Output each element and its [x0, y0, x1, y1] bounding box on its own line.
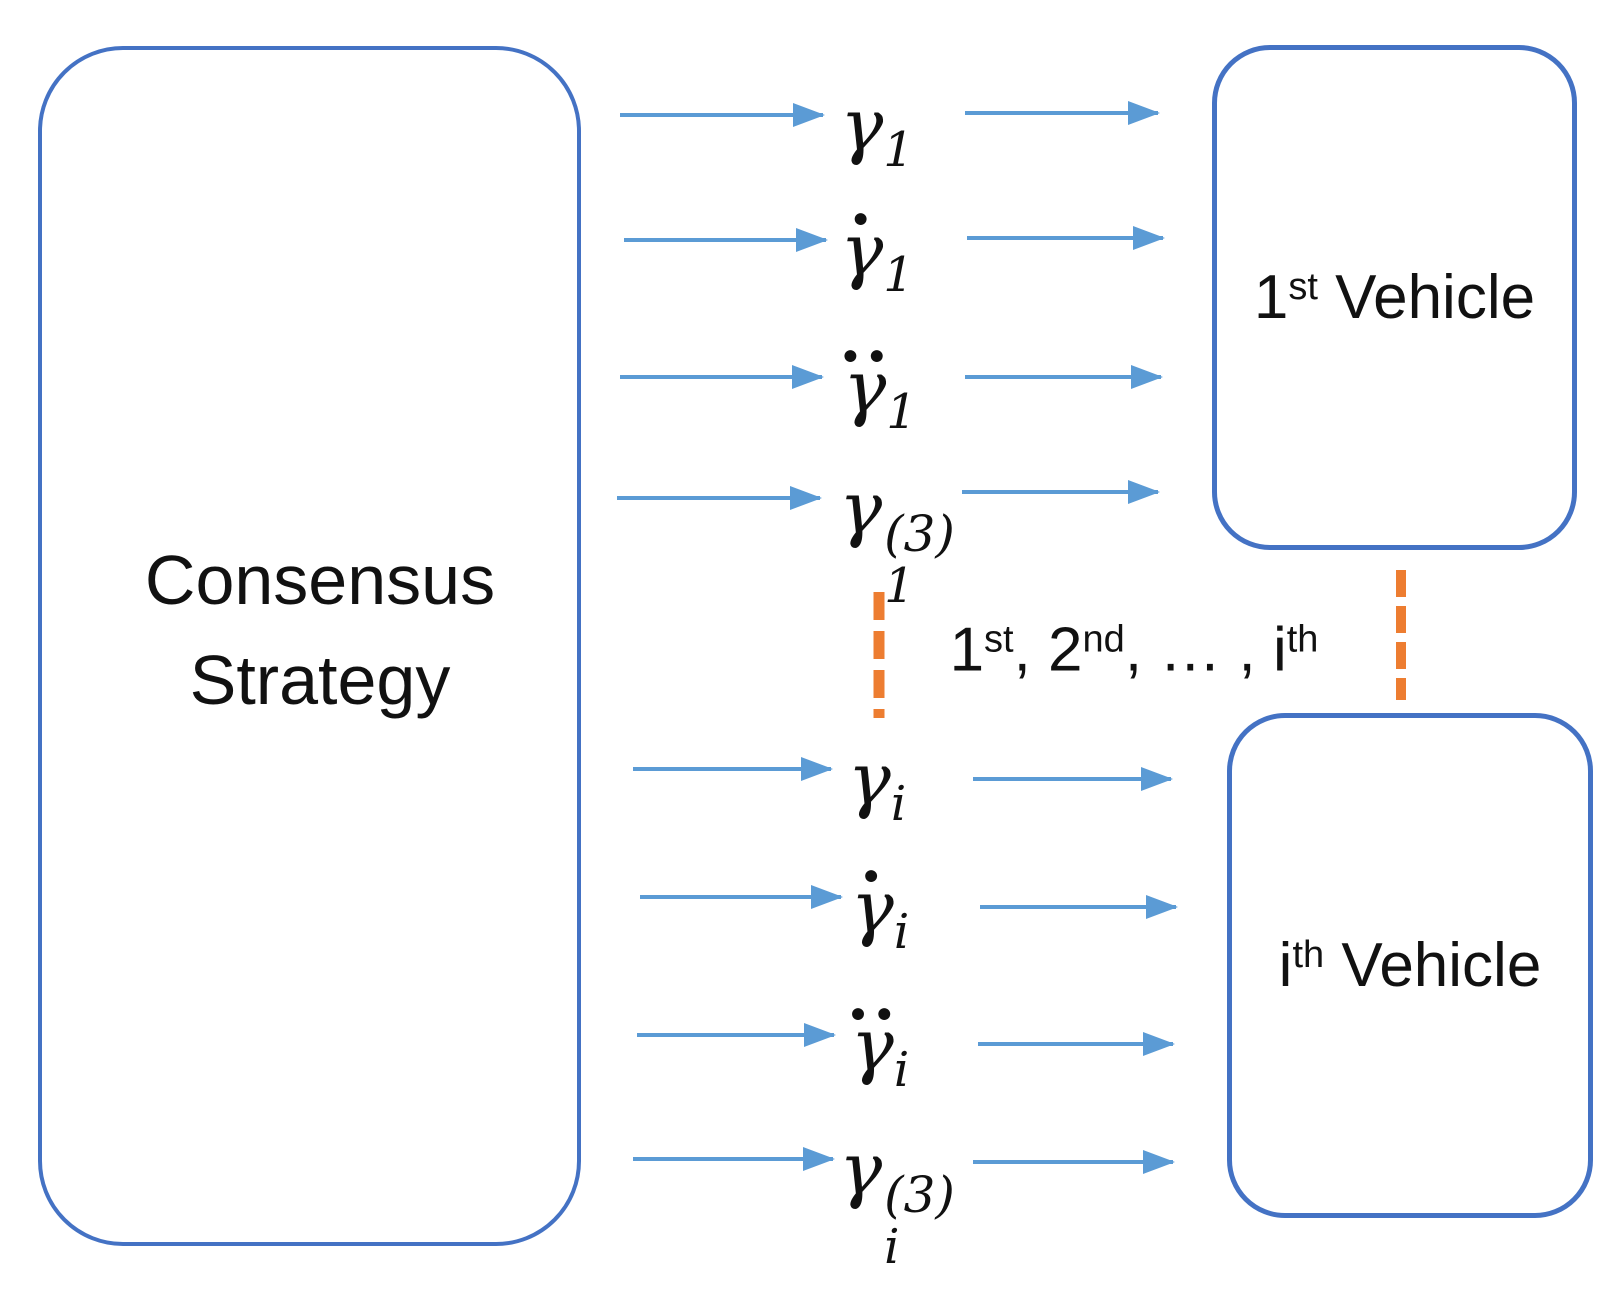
label-text: Vehicle [1324, 931, 1542, 1000]
label-text: 1 [1253, 263, 1289, 332]
ordinal-superscript: th [1286, 618, 1319, 661]
double-dot-accent: .. [839, 302, 892, 377]
consensus-label-line1: Consensus [144, 541, 496, 619]
label-gamma-dot-i: .γi [851, 828, 910, 961]
gamma-glyph-group: .γ [851, 828, 894, 946]
gamma-glyph-group: ..γ [847, 966, 896, 1084]
consensus-strategy-box [38, 46, 581, 1246]
gamma-scripts-stack: (3)i [884, 1166, 955, 1275]
label-gamma-dot-1: .γ1 [840, 171, 914, 304]
double-dot-accent: .. [846, 960, 900, 1035]
gamma-base: γ [839, 466, 883, 550]
gamma-base: γ [839, 1127, 883, 1211]
ith-vehicle-label: ith Vehicle [1279, 930, 1542, 1001]
group-index-label: 1st, 2nd, … , ith [950, 615, 1319, 686]
gamma-subscript: 1 [883, 122, 914, 178]
ordinal-superscript: th [1292, 934, 1325, 976]
label-gamma-i-3rd: γ(3)i [839, 1131, 955, 1275]
gamma-subscript: 1 [886, 384, 917, 440]
gamma-superscript: (3) [884, 1166, 955, 1224]
dot-accent: . [860, 822, 887, 897]
label-gamma-1-3rd: γ(3)1 [839, 470, 955, 614]
ordinal-superscript: st [984, 618, 1014, 661]
gamma-glyph-group: γ [840, 87, 883, 163]
gamma-base: γ [850, 1003, 894, 1087]
label-text: , … , i [1124, 615, 1287, 685]
label-gamma-i: γi [848, 741, 906, 832]
consensus-label-line2: Strategy [189, 641, 451, 719]
dot-accent: . [849, 165, 876, 240]
first-vehicle-label: 1st Vehicle [1254, 262, 1535, 333]
first-vehicle-box: 1st Vehicle [1212, 45, 1577, 550]
gamma-base: γ [840, 83, 884, 167]
gamma-subscript: 1 [883, 247, 914, 303]
gamma-subscript: i [884, 1219, 900, 1275]
gamma-base: γ [840, 208, 884, 292]
label-gamma-ddot-1: ..γ1 [839, 308, 917, 441]
label-text: i [1278, 931, 1293, 1000]
ith-vehicle-box: ith Vehicle [1227, 713, 1593, 1218]
consensus-strategy-label: Consensus Strategy [145, 530, 495, 730]
label-text: , 2 [1013, 615, 1083, 685]
label-gamma-1: γ1 [840, 87, 914, 178]
gamma-glyph-group: γ [839, 470, 882, 546]
gamma-glyph-group: .γ [840, 171, 883, 289]
gamma-base: γ [850, 865, 894, 949]
gamma-glyph-group: ..γ [839, 308, 888, 426]
gamma-superscript: (3) [884, 505, 955, 563]
ordinal-superscript: st [1288, 266, 1318, 308]
ordinal-superscript: nd [1082, 618, 1125, 661]
gamma-scripts-stack: (3)1 [884, 505, 955, 614]
gamma-subscript: 1 [884, 558, 915, 614]
gamma-subscript: i [890, 776, 907, 832]
gamma-glyph-group: γ [848, 741, 891, 817]
label-text: Vehicle [1317, 263, 1536, 332]
gamma-glyph-group: γ [839, 1131, 882, 1207]
gamma-base: γ [847, 737, 891, 821]
gamma-base: γ [843, 345, 887, 429]
label-text: 1 [949, 615, 985, 685]
gamma-subscript: i [893, 904, 910, 960]
gamma-subscript: i [893, 1042, 910, 1098]
label-gamma-ddot-i: ..γi [847, 966, 910, 1099]
